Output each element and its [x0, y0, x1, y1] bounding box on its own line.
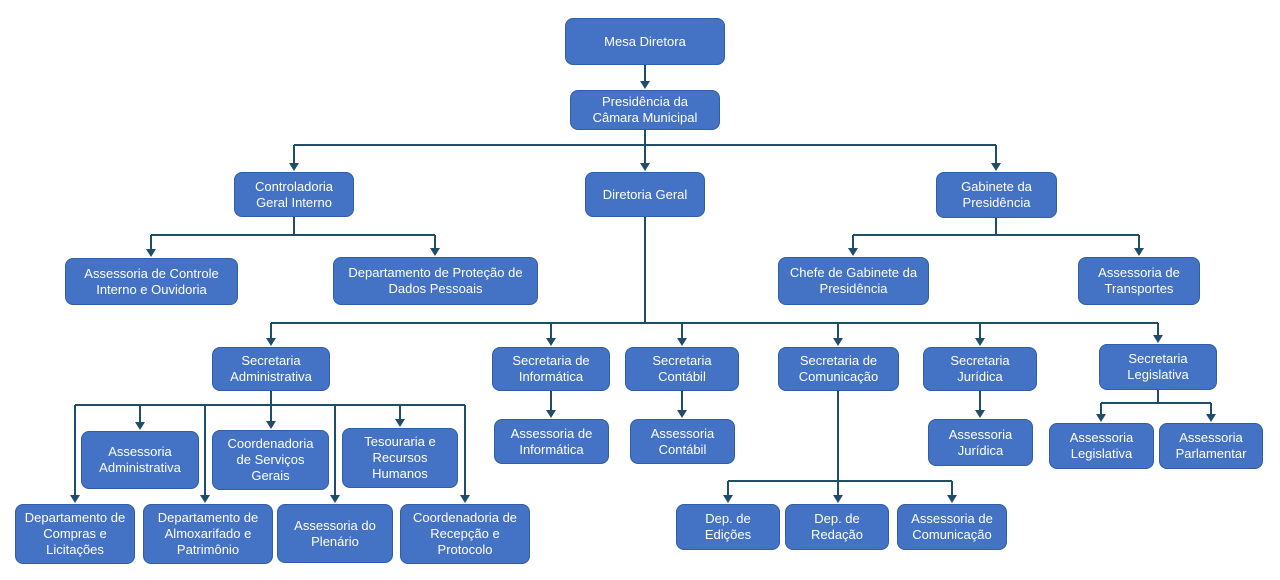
- org-node-secretaria-legislativa: Secretaria Legislativa: [1099, 344, 1217, 390]
- org-node-secretaria-contabil: Secretaria Contábil: [625, 347, 739, 391]
- connector-lines: [74, 65, 1212, 495]
- org-node-diretoria-geral: Diretoria Geral: [585, 172, 705, 217]
- org-node-secretaria-administrativa: Secretaria Administrativa: [212, 347, 330, 391]
- org-node-chefe-gabinete: Chefe de Gabinete da Presidência: [778, 257, 929, 305]
- org-node-dep-edicoes: Dep. de Edições: [676, 504, 780, 550]
- org-node-tesouraria-recursos-humanos: Tesouraria e Recursos Humanos: [342, 428, 458, 488]
- org-node-secretaria-juridica: Secretaria Jurídica: [923, 347, 1037, 391]
- org-node-assessoria-transportes: Assessoria de Transportes: [1078, 257, 1200, 305]
- org-node-assessoria-parlamentar: Assessoria Parlamentar: [1159, 423, 1263, 469]
- org-node-coordenadoria-recepcao-protocolo: Coordenadoria de Recepção e Protocolo: [400, 504, 530, 564]
- org-node-assessoria-legislativa: Assessoria Legislativa: [1049, 423, 1154, 469]
- org-node-assessoria-contabil: Assessoria Contábil: [630, 419, 735, 464]
- org-node-presidencia-camara: Presidência da Câmara Municipal: [570, 90, 720, 130]
- org-node-departamento-compras-licitacoes: Departamento de Compras e Licitações: [15, 504, 135, 564]
- org-node-assessoria-comunicacao: Assessoria de Comunicação: [897, 504, 1007, 550]
- org-node-assessoria-juridica: Assessoria Jurídica: [928, 419, 1033, 466]
- org-node-assessoria-informatica: Assessoria de Informática: [494, 419, 609, 464]
- org-node-secretaria-comunicacao: Secretaria de Comunicação: [778, 347, 899, 391]
- org-node-dep-redacao: Dep. de Redação: [785, 504, 889, 550]
- org-node-assessoria-plenario: Assessoria do Plenário: [277, 504, 393, 563]
- org-node-secretaria-informatica: Secretaria de Informática: [492, 347, 610, 391]
- org-node-mesa-diretora: Mesa Diretora: [565, 18, 725, 65]
- org-node-departamento-almoxarifado-patrimonio: Departamento de Almoxarifado e Patrimôni…: [143, 504, 273, 564]
- org-node-departamento-protecao-dados: Departamento de Proteção de Dados Pessoa…: [333, 257, 538, 305]
- org-node-coordenadoria-servicos-gerais: Coordenadoria de Serviços Gerais: [212, 430, 329, 490]
- org-node-controladoria-geral: Controladoria Geral Interno: [234, 172, 354, 217]
- connector-arrowheads: [70, 81, 1216, 503]
- org-node-assessoria-administrativa: Assessoria Administrativa: [81, 431, 199, 489]
- org-node-gabinete-presidencia: Gabinete da Presidência: [936, 172, 1057, 218]
- org-node-assessoria-controle-interno: Assessoria de Controle Interno e Ouvidor…: [65, 258, 238, 305]
